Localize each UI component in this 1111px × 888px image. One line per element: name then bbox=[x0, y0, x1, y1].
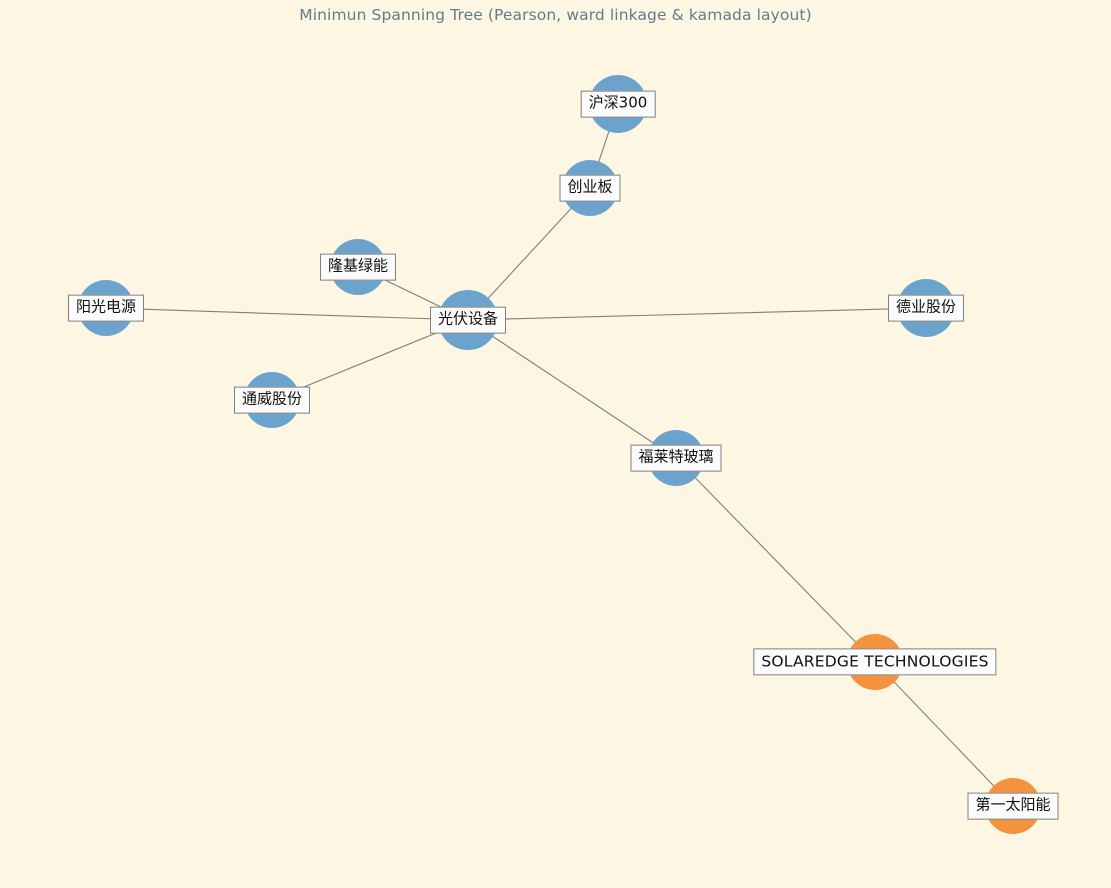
graph-node-label-chuangYeBan: 创业板 bbox=[559, 174, 621, 202]
graph-edge bbox=[675, 457, 876, 663]
graph-node-label-longJiLvNeng: 隆基绿能 bbox=[319, 253, 397, 281]
graph-edge bbox=[105, 307, 469, 321]
graph-node-label-huShen300: 沪深300 bbox=[580, 90, 656, 118]
page-title: Minimun Spanning Tree (Pearson, ward lin… bbox=[299, 6, 812, 24]
graph-node-label-fuLaiTeBoLi: 福莱特玻璃 bbox=[630, 444, 722, 472]
graph-edge bbox=[467, 307, 927, 321]
graph-node-label-diYiTaiYangNeng: 第一太阳能 bbox=[967, 792, 1059, 820]
graph-edge bbox=[467, 319, 677, 459]
graph-node-label-yangGuangDianYuan: 阳光电源 bbox=[67, 294, 145, 322]
graph-edge bbox=[874, 661, 1014, 807]
graph-node-label-solaredge: SOLAREDGE TECHNOLOGIES bbox=[753, 648, 997, 676]
graph-node-label-guangFuSheBei: 光伏设备 bbox=[429, 306, 507, 334]
graph-node-label-tongWeiGuFen: 通威股份 bbox=[233, 386, 311, 414]
graph-node-label-deYeGuFen: 德业股份 bbox=[887, 294, 965, 322]
